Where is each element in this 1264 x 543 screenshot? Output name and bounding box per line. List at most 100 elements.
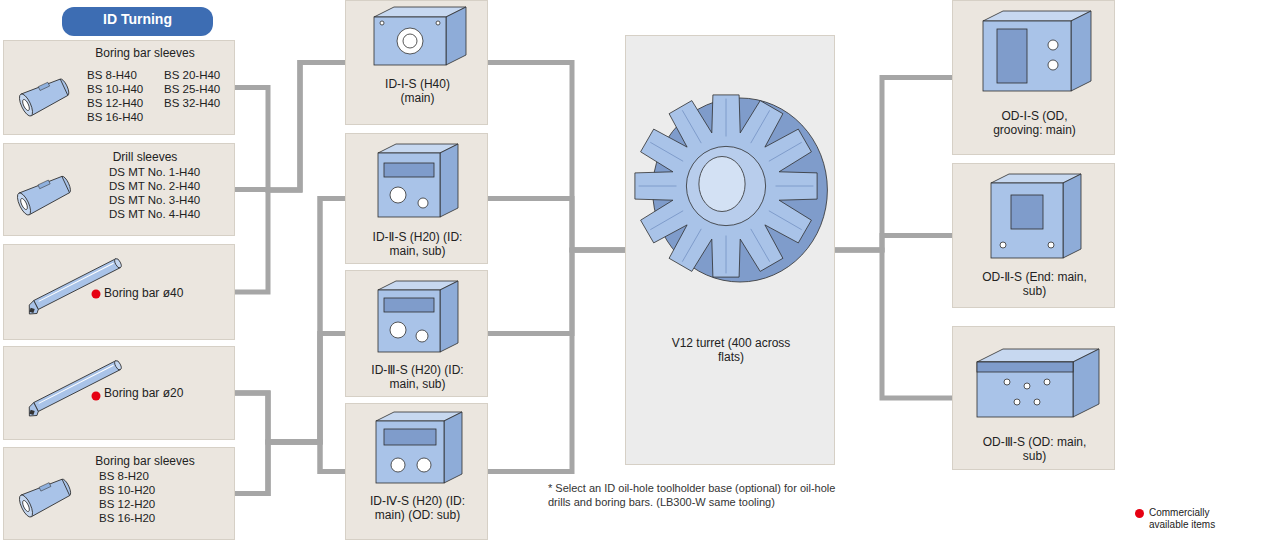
drawing-part bbox=[440, 281, 458, 352]
turret-symbol bbox=[635, 95, 828, 282]
tool-box: Boring bar sleevesBS 8-H40BS 20-H40BS 10… bbox=[3, 40, 235, 135]
drawing-part bbox=[446, 7, 466, 65]
item-code: BS 20-H40 bbox=[164, 69, 220, 83]
holder-symbol bbox=[376, 412, 462, 483]
drawing-part bbox=[639, 186, 677, 187]
tool-box: Drill sleeves DS MT No. 1-H40DS MT No. 2-… bbox=[3, 143, 235, 236]
box-title: Boring bar sleeves bbox=[4, 454, 236, 468]
box-title: ID-Ⅳ-S (H20) (ID: main) (OD: sub) bbox=[368, 494, 468, 523]
item-code: DS MT No. 1-H40 bbox=[109, 166, 200, 180]
drawing-part bbox=[113, 360, 122, 371]
item-code: BS 32-H40 bbox=[164, 97, 220, 111]
sleeve-symbol bbox=[17, 75, 72, 118]
connector-line bbox=[235, 334, 345, 443]
holder-box: OD-Ⅲ-S (OD: main, sub) bbox=[952, 326, 1115, 470]
item-code: BS 16-H40 bbox=[87, 111, 143, 125]
drawing-part bbox=[650, 142, 683, 161]
drawing-part bbox=[397, 28, 423, 54]
commercial-item-dot bbox=[92, 290, 101, 299]
holder-symbol bbox=[378, 281, 458, 352]
drawing-part bbox=[682, 229, 701, 262]
drawing-part bbox=[769, 142, 802, 161]
drawing-part bbox=[682, 110, 701, 143]
drawing-part bbox=[751, 229, 770, 262]
box-title: Drill sleeves bbox=[4, 150, 236, 164]
holder-symbol bbox=[378, 144, 458, 217]
item-code: BS 8-H20 bbox=[99, 470, 149, 484]
section-pill: ID Turning bbox=[62, 7, 213, 36]
item-code: DS MT No. 4-H40 bbox=[109, 208, 200, 222]
drawing-part bbox=[25, 403, 40, 419]
connector-line bbox=[235, 393, 345, 472]
drawing-part bbox=[1014, 399, 1020, 405]
connector-line bbox=[488, 250, 625, 472]
holder-symbol bbox=[991, 174, 1081, 258]
holder-symbol bbox=[983, 11, 1091, 91]
box-title: ID-Ⅲ-S (H20) (ID: main, sub) bbox=[368, 363, 468, 392]
drawing-part bbox=[38, 180, 50, 189]
tool-illustration bbox=[346, 1, 489, 126]
drawing-part bbox=[374, 17, 446, 65]
drawing-part bbox=[416, 330, 428, 342]
drawing-part bbox=[19, 198, 28, 211]
holder-box: ID-Ⅲ-S (H20) (ID: main, sub) bbox=[345, 270, 488, 397]
drawing-part bbox=[977, 362, 1073, 417]
legend-swatch bbox=[1135, 509, 1144, 518]
drawing-part bbox=[983, 21, 1071, 91]
item-code: BS 16-H20 bbox=[99, 512, 155, 526]
drawing-part bbox=[1034, 399, 1040, 405]
drawing-part bbox=[444, 412, 462, 483]
connector-line bbox=[235, 63, 345, 191]
tool-box: Boring bar ø40 bbox=[3, 244, 235, 340]
drawing-part bbox=[380, 21, 384, 25]
item-code: BS 10-H40 bbox=[87, 83, 143, 97]
drawing-part bbox=[391, 458, 405, 472]
sleeve-symbol bbox=[17, 475, 74, 519]
connector-line bbox=[488, 199, 625, 251]
commercial-item-dot bbox=[92, 392, 101, 401]
drawing-part bbox=[15, 191, 33, 217]
drawing-part bbox=[1024, 383, 1030, 389]
connector-line bbox=[235, 199, 345, 494]
drawing-part bbox=[1048, 40, 1058, 50]
drawing-part bbox=[776, 186, 814, 187]
drawing-part bbox=[977, 362, 1073, 372]
drawing-part bbox=[699, 157, 745, 212]
connector-line bbox=[488, 63, 625, 251]
box-title: V12 turret (400 across flats) bbox=[669, 336, 794, 365]
connector-line bbox=[235, 63, 345, 293]
holder-box: ID-Ⅰ-S (H40) (main) bbox=[345, 0, 488, 125]
drawing-part bbox=[686, 146, 765, 225]
holder-symbol bbox=[977, 349, 1099, 417]
footnote: * Select an ID oil-hole toolholder base … bbox=[548, 482, 838, 510]
drawing-part bbox=[1063, 174, 1081, 258]
box-title: OD-Ⅲ-S (OD: main, sub) bbox=[979, 435, 1091, 464]
item-code: DS MT No. 3-H40 bbox=[109, 194, 200, 208]
legend-entry: Commercially available items bbox=[1135, 507, 1244, 531]
drawing-part bbox=[1048, 242, 1054, 248]
drawing-part bbox=[997, 29, 1027, 83]
drawing-part bbox=[21, 99, 30, 112]
tool-box: Boring bar sleevesBS 8-H20BS 10-H20BS 12… bbox=[3, 447, 235, 540]
drawing-part bbox=[1048, 60, 1058, 70]
drawing-part bbox=[991, 183, 1063, 258]
drawing-part bbox=[390, 322, 406, 338]
drawing-part bbox=[384, 429, 436, 445]
drawing-part bbox=[39, 365, 114, 403]
drawing-part bbox=[21, 500, 30, 513]
box-title: ID Turning bbox=[62, 7, 213, 31]
drawing-part bbox=[440, 144, 458, 217]
item-code: BS 12-H20 bbox=[99, 498, 155, 512]
connector-line bbox=[235, 199, 345, 443]
connector-line bbox=[488, 250, 625, 334]
drawing-part bbox=[418, 198, 428, 208]
drawing-part bbox=[376, 421, 444, 483]
item-code: BS 12-H40 bbox=[87, 97, 143, 111]
sleeve-symbol bbox=[15, 172, 74, 216]
item-code: DS MT No. 2-H40 bbox=[109, 180, 200, 194]
holder-symbol bbox=[374, 7, 466, 65]
box-title: Boring bar sleeves bbox=[4, 46, 236, 60]
drawing-part bbox=[21, 477, 71, 517]
drawing-part bbox=[726, 236, 727, 274]
drawing-part bbox=[1071, 11, 1091, 91]
